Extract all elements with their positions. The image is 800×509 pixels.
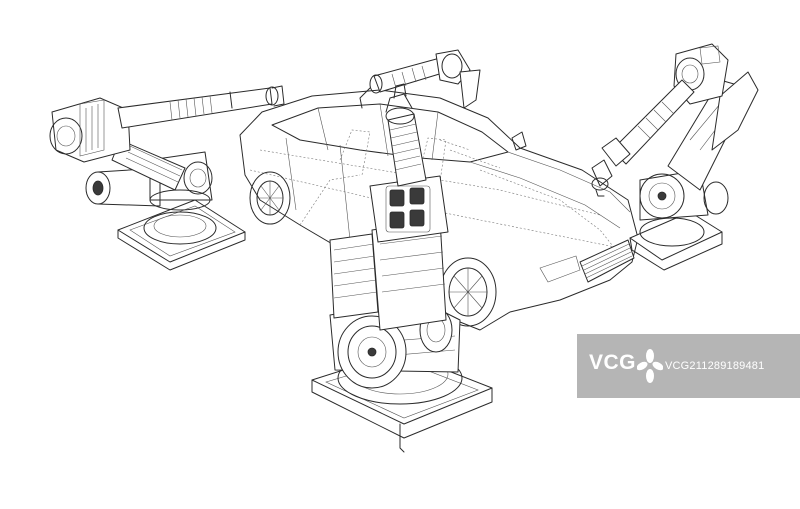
- watermark-brand: VCG: [589, 351, 637, 374]
- watermark-id: VCG211289189481: [665, 360, 765, 372]
- flower-petal-icon: [637, 349, 663, 383]
- watermark: VCG VCG211289189481: [577, 334, 800, 398]
- right-robot-arm: [591, 43, 759, 271]
- left-robot-arm: [49, 85, 285, 271]
- center-robot-arm: [311, 83, 493, 453]
- top-robot-arm: [359, 49, 481, 109]
- car-wireframe: [239, 89, 639, 331]
